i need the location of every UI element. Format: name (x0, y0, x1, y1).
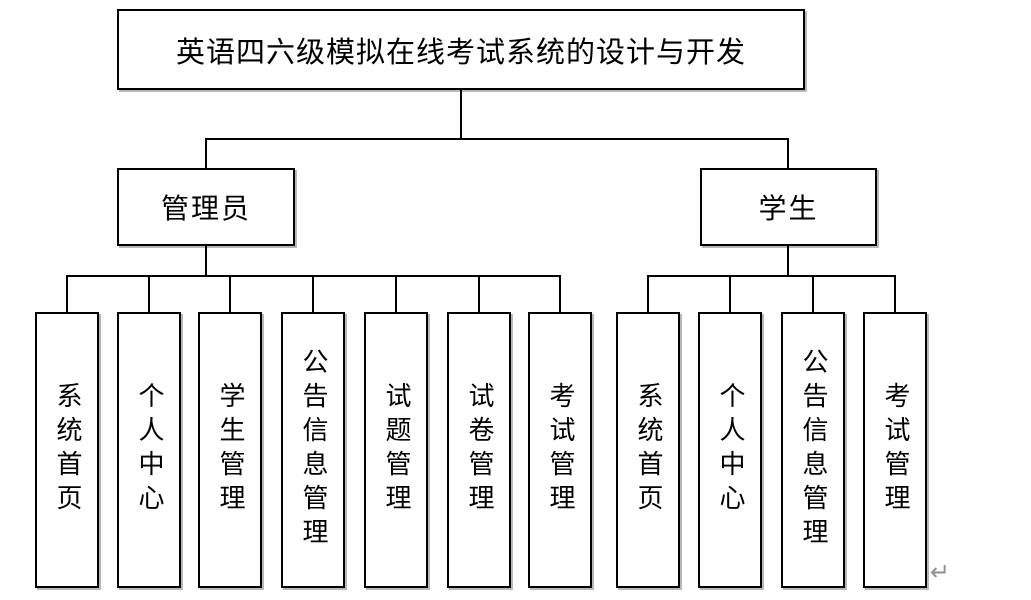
paragraph-return-icon: ↵ (930, 558, 951, 586)
connector-student-vertical (787, 246, 789, 277)
connector-admin-vertical (205, 246, 207, 277)
connector-branch-bus (205, 138, 789, 140)
leaf-node-admin-paper-mgmt: 试卷管理 (447, 312, 511, 588)
leaf-node-admin-home: 系统首页 (35, 312, 99, 588)
branch-admin-label: 管理员 (160, 194, 251, 225)
leaf-label: 考试管理 (881, 382, 910, 518)
branch-node-student: 学生 (700, 168, 877, 246)
connector-leaf-drop (312, 275, 314, 312)
connector-leaf-drop (395, 275, 397, 312)
leaf-label: 个人中心 (135, 382, 164, 518)
connector-student-bus (647, 275, 896, 277)
branch-student-label: 学生 (758, 194, 819, 225)
leaf-node-admin-question-mgmt: 试题管理 (364, 312, 428, 588)
connector-leaf-drop (148, 275, 150, 312)
leaf-label: 公告信息管理 (299, 348, 328, 552)
leaf-node-admin-student-mgmt: 学生管理 (198, 312, 262, 588)
connector-student-drop (787, 138, 789, 168)
connector-leaf-drop (729, 275, 731, 312)
leaf-node-student-home: 系统首页 (616, 312, 680, 588)
leaf-label: 试题管理 (382, 382, 411, 518)
leaf-node-admin-exam-mgmt: 考试管理 (528, 312, 592, 588)
connector-leaf-drop (894, 275, 896, 312)
leaf-label: 学生管理 (216, 382, 245, 518)
leaf-label: 试卷管理 (465, 382, 494, 518)
connector-leaf-drop (66, 275, 68, 312)
leaf-node-student-profile: 个人中心 (698, 312, 762, 588)
leaf-label: 考试管理 (546, 382, 575, 518)
connector-leaf-drop (478, 275, 480, 312)
branch-node-admin: 管理员 (117, 168, 295, 246)
connector-leaf-drop (647, 275, 649, 312)
root-node-label: 英语四六级模拟在线考试系统的设计与开发 (175, 36, 746, 69)
connector-admin-drop (205, 138, 207, 168)
leaf-label: 系统首页 (634, 382, 663, 518)
leaf-label: 系统首页 (53, 382, 82, 518)
leaf-node-admin-profile: 个人中心 (117, 312, 181, 588)
connector-leaf-drop (812, 275, 814, 312)
leaf-node-student-announcement-mgmt: 公告信息管理 (781, 312, 845, 588)
leaf-label: 公告信息管理 (799, 348, 828, 552)
connector-leaf-drop (229, 275, 231, 312)
root-node: 英语四六级模拟在线考试系统的设计与开发 (117, 9, 805, 90)
connector-root-vertical (460, 90, 462, 140)
leaf-label: 个人中心 (716, 382, 745, 518)
leaf-node-student-exam-mgmt: 考试管理 (863, 312, 927, 588)
connector-leaf-drop (559, 275, 561, 312)
leaf-node-admin-announcement-mgmt: 公告信息管理 (281, 312, 345, 588)
